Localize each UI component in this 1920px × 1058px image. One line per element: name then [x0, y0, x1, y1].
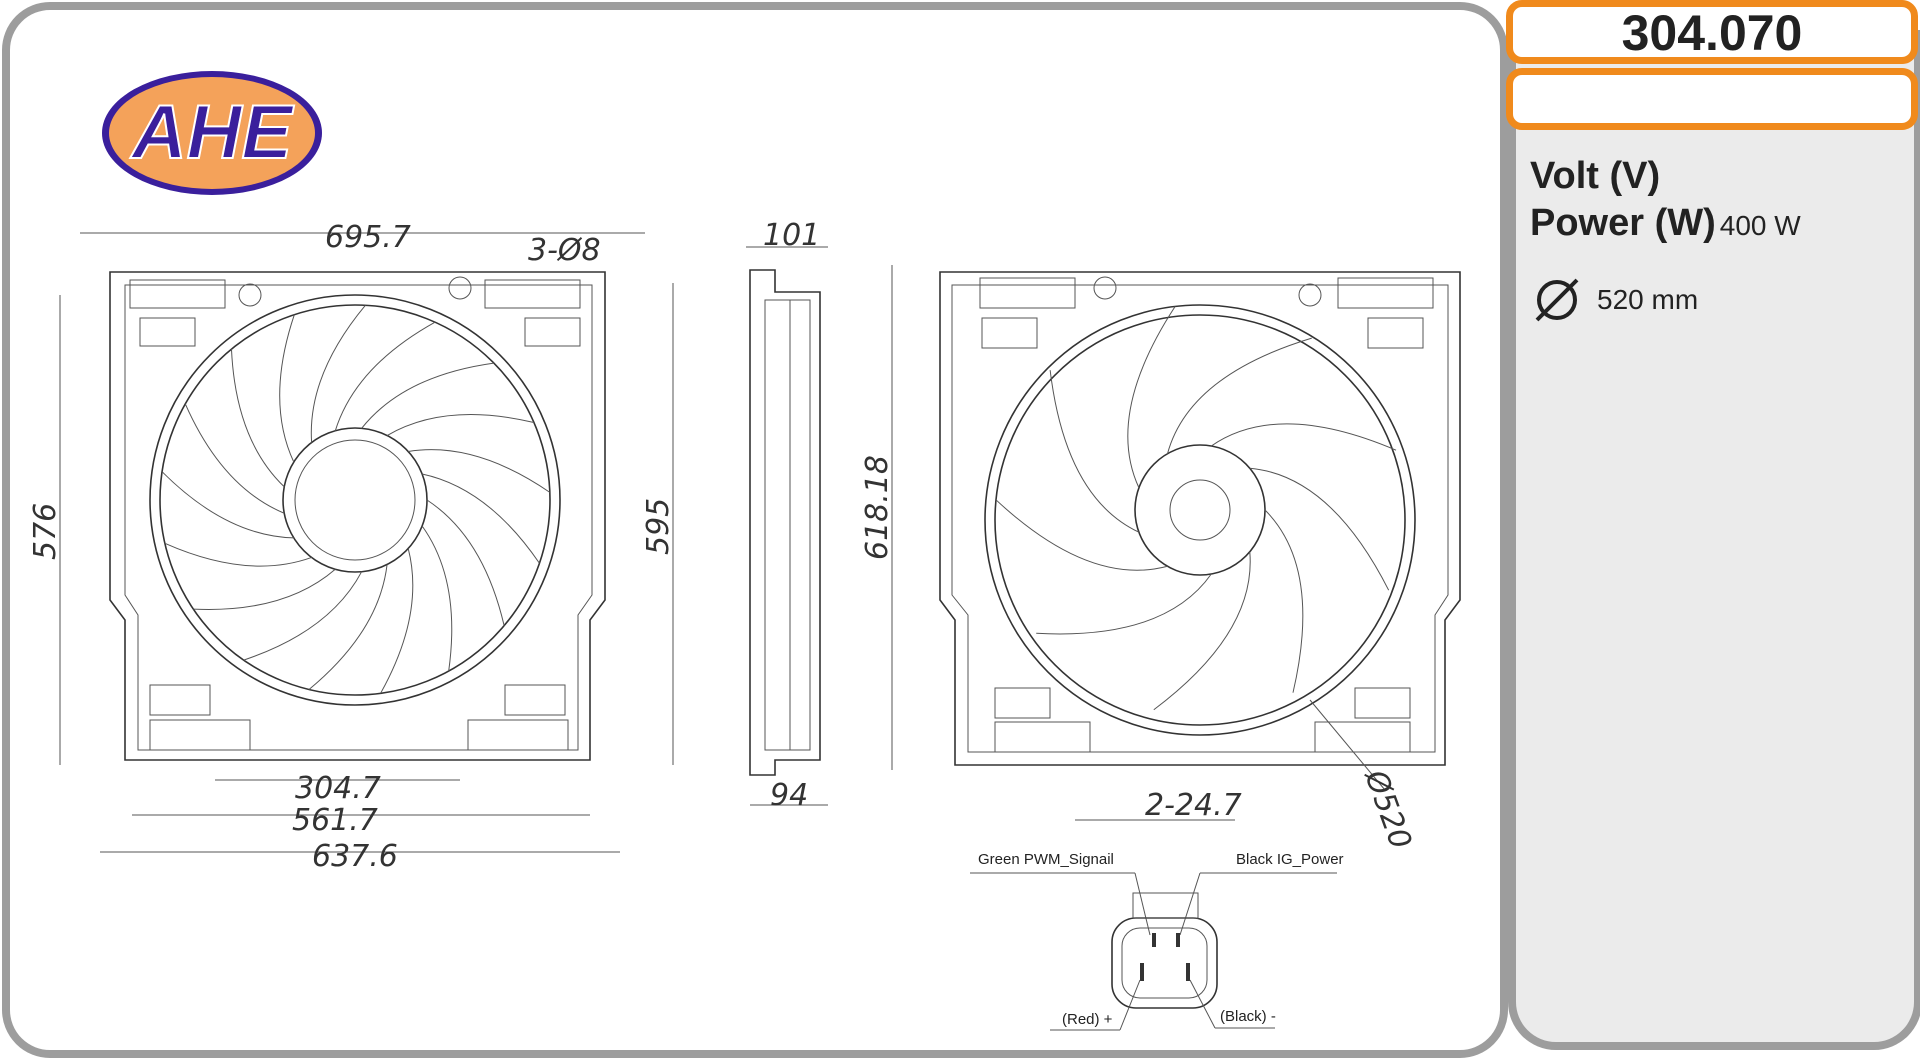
- fan-blade: [422, 473, 540, 564]
- diameter-value: 520 mm: [1597, 284, 1699, 315]
- fan-blade: [308, 564, 388, 690]
- fan-blade: [164, 542, 312, 567]
- dim-fan-diameter: Ø520: [1357, 764, 1418, 854]
- fan-blade: [1249, 467, 1390, 591]
- volt-label: Volt (V): [1530, 155, 1660, 198]
- fan-blade: [361, 362, 494, 429]
- fan-blade: [279, 314, 295, 463]
- fan-blade: [161, 471, 294, 539]
- fan-blade: [408, 449, 551, 493]
- dim-height-rear: 618.18: [860, 455, 895, 560]
- pin-label-ig-power: Black IG_Power: [1236, 851, 1344, 868]
- fan-blade: [243, 571, 363, 661]
- diameter-icon: [1535, 278, 1579, 322]
- dim-height-left: 576: [28, 503, 63, 560]
- dim-height-right: 595: [641, 498, 676, 555]
- fan-blade: [1211, 423, 1397, 451]
- pin-label-red: (Red) +: [1062, 1011, 1113, 1028]
- dim-bottom-2: 561.7: [292, 803, 378, 838]
- pin-label-pwm: Green PWM_Signail: [978, 851, 1114, 868]
- spec-panel: [1508, 30, 1920, 1050]
- dim-slots: 2-24.7: [1145, 788, 1242, 823]
- fan-blade: [184, 403, 285, 514]
- front-view: [109, 271, 606, 761]
- fan-blade: [1036, 573, 1212, 635]
- dim-holes: 3-Ø8: [528, 233, 601, 268]
- ahe-logo: AHE: [102, 71, 322, 195]
- dim-depth-top: 101: [763, 218, 820, 253]
- power-label: Power (W): [1530, 202, 1716, 244]
- dim-width-top: 695.7: [325, 220, 411, 255]
- fan-blade: [193, 568, 336, 610]
- dimension-lines: [59, 232, 1386, 853]
- volt-label-text: Volt (V): [1530, 155, 1661, 197]
- fan-blade: [334, 321, 436, 431]
- diameter-row: 520 mm: [1533, 276, 1698, 324]
- dim-depth-bottom: 94: [770, 778, 808, 813]
- dim-bottom-1: 304.7: [295, 771, 381, 806]
- side-view: [749, 269, 821, 776]
- svg-text:AHE: AHE: [130, 90, 295, 175]
- fan-blade: [310, 304, 366, 443]
- connector-diagram: [970, 872, 1337, 1031]
- pin-label-black: (Black) -: [1220, 1008, 1276, 1025]
- fan-blade: [380, 548, 414, 694]
- fan-blade: [994, 498, 1168, 571]
- rear-view: [939, 271, 1461, 766]
- fan-blade: [421, 525, 453, 672]
- fan-blade: [1167, 337, 1312, 454]
- fan-blade: [1153, 551, 1251, 711]
- power-row: Power (W)400 W: [1530, 202, 1801, 245]
- fan-blade: [1127, 306, 1176, 488]
- fan-blade: [386, 414, 535, 436]
- fan-blade: [230, 349, 285, 488]
- fan-blade: [426, 499, 505, 626]
- power-value: 400 W: [1719, 210, 1801, 241]
- fan-blade: [1264, 509, 1304, 693]
- secondary-box: [1506, 68, 1918, 130]
- fan-blade: [1049, 370, 1140, 533]
- dim-bottom-3: 637.6: [312, 839, 398, 874]
- part-number: 304.070: [1506, 0, 1918, 64]
